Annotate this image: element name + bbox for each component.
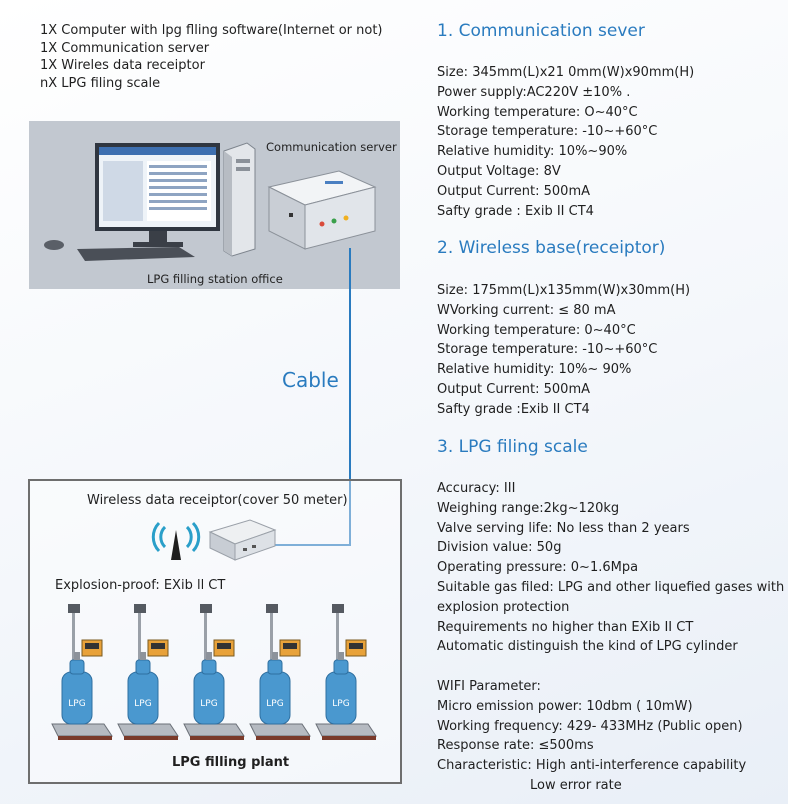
server-label: Communication server (266, 140, 397, 154)
wifi-spec-list: WIFI Parameter: Micro emission power: 10… (437, 677, 746, 796)
component-list: 1X Computer with lpg flling software(Int… (40, 22, 383, 92)
receiptor-device-icon (208, 519, 277, 561)
office-label: LPG filling station office (147, 272, 283, 286)
server-spec-list: Size: 345mm(L)x21 0mm(W)x90mm(H) Power s… (437, 63, 694, 221)
spec-line: Valve serving life: No less than 2 years (437, 520, 690, 536)
scale-spec-title: 3. LPG filing scale (437, 437, 588, 457)
component-item: 1X Computer with lpg flling software(Int… (40, 23, 383, 38)
spec-line: Working frequency: 429- 433MHz (Public o… (437, 718, 743, 734)
communication-server-icon (267, 170, 377, 250)
spec-line: Accuracy: III (437, 481, 516, 496)
explosion-proof-label: Explosion-proof: EXib ll CT (55, 578, 226, 593)
plant-label: LPG filling plant (172, 755, 290, 770)
wireless-spec-list: Size: 175mm(L)x135mm(W)x30mm(H) WVorking… (437, 281, 690, 420)
lpg-scale-icon: LPG (249, 604, 311, 740)
spec-line: Safty grade : Exib II CT4 (437, 203, 594, 219)
spec-line: Low error rate (530, 777, 622, 793)
wifi-antenna-icon (151, 521, 201, 560)
monitor-icon (95, 143, 220, 247)
keyboard-icon (77, 247, 195, 261)
spec-line: Weighing range:2kg~120kg (437, 500, 620, 516)
spec-line: Micro emission power: 10dbm ( 10mW) (437, 698, 693, 714)
spec-line: Output Current: 500mA (437, 381, 590, 397)
spec-line: Characteristic: High anti-interference c… (437, 758, 747, 774)
spec-line: Size: 175mm(L)x135mm(W)x30mm(H) (437, 283, 691, 298)
spec-line: Relative humidity: 10%~ 90% (437, 362, 632, 378)
spec-line: Storage temperature: -10~+60°C (437, 124, 658, 140)
spec-line: Size: 345mm(L)x21 0mm(W)x90mm(H) (437, 65, 695, 80)
spec-line: Automatic distinguish the kind of LPG cy… (437, 639, 738, 655)
spec-line: Division value: 50g (437, 540, 562, 556)
spec-line: Safty grade :Exib II CT4 (437, 401, 590, 417)
wireless-spec-title: 2. Wireless base(receiptor) (437, 238, 666, 258)
component-item: 1X Communication server (40, 40, 210, 56)
spec-line: Power supply:AC220V ±10% . (437, 84, 631, 100)
spec-line: Operating pressure: 0~1.6Mpa (437, 560, 639, 576)
lpg-scale-icon: LPG (315, 604, 377, 740)
lpg-scale-icon: LPG (183, 604, 245, 740)
spec-line: Suitable gas filed: LPG and other liquef… (437, 579, 785, 595)
scale-spec-list: Accuracy: III Weighing range:2kg~120kg V… (437, 479, 784, 657)
spec-line: explosion protection (437, 599, 570, 615)
spec-line: Relative humidity: 10%~90% (437, 144, 628, 160)
spec-line: Output Voltage: 8V (437, 163, 561, 179)
cylinder-label: LPG (68, 699, 85, 709)
cylinder-label: LPG (266, 699, 283, 709)
cylinder-label: LPG (332, 699, 349, 709)
component-item: nX LPG filing scale (40, 75, 161, 91)
pc-tower-icon (223, 142, 256, 257)
spec-line: Response rate: ≤500ms (437, 738, 594, 754)
spec-line: Working temperature: O~40°C (437, 104, 638, 120)
lpg-scale-icon: LPG (117, 604, 179, 740)
wifi-spec-title: WIFI Parameter: (437, 679, 541, 694)
receiptor-label: Wireless data receiptor(cover 50 meter) (87, 493, 348, 508)
component-item: 1X Wireles data receiptor (40, 58, 205, 73)
office-illustration (44, 142, 377, 261)
spec-line: Output Current: 500mA (437, 183, 590, 199)
cylinder-label: LPG (200, 699, 217, 709)
mouse-icon (44, 240, 64, 250)
server-spec-title: 1. Communication sever (437, 21, 645, 41)
spec-line: Working temperature: 0~40°C (437, 322, 636, 338)
cylinder-label: LPG (134, 699, 151, 709)
lpg-scale-icon: LPG (51, 604, 113, 740)
spec-line: Storage temperature: -10~+60°C (437, 342, 658, 358)
cable-label: Cable (282, 368, 339, 392)
spec-line: WVorking current: ≤ 80 mA (437, 302, 616, 318)
spec-line: Requirements no higher than EXib II CT (437, 619, 694, 635)
